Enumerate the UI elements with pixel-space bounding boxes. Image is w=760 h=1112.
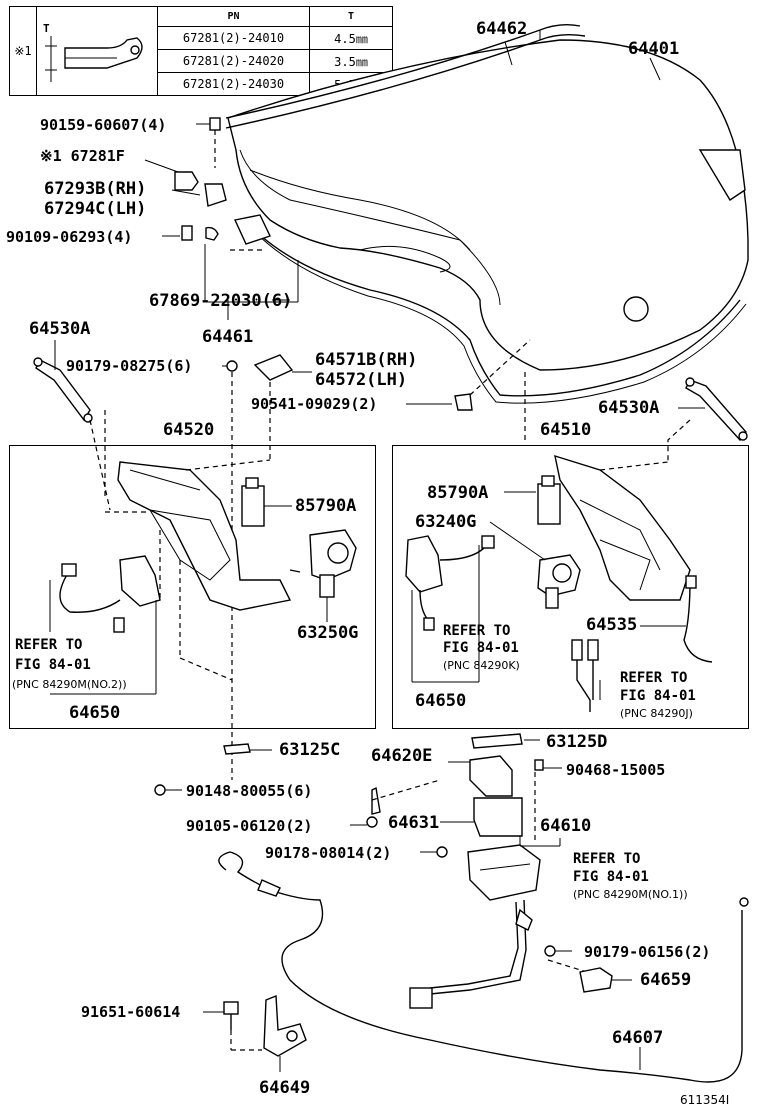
label-91651-60614: 91651-60614 xyxy=(81,1003,181,1021)
left-hinge-assembly xyxy=(49,459,357,695)
label-90159-60607: 90159-60607(4) xyxy=(40,116,167,134)
label-64649: 64649 xyxy=(259,1078,311,1098)
label-90468-15005: 90468-15005 xyxy=(566,761,666,779)
right-hinge-group-box xyxy=(392,445,749,729)
label-90148-80055: 90148-80055(6) xyxy=(186,782,313,800)
t-marker: T xyxy=(43,22,50,35)
ref-mid-pnc: (PNC 84290K) xyxy=(443,659,520,672)
ref-lower-line1: REFER TO xyxy=(573,851,641,867)
label-63240g: 63240G xyxy=(415,512,477,532)
label-64607: 64607 xyxy=(612,1028,664,1048)
label-64631: 64631 xyxy=(388,813,440,833)
label-64535: 64535 xyxy=(586,615,638,635)
label-64620e: 64620E xyxy=(371,746,433,766)
table-row-3-pn: 67281(2)-24030 xyxy=(157,72,310,96)
label-64610: 64610 xyxy=(540,816,592,836)
label-64530a-left: 64530A xyxy=(29,319,91,339)
ref-mid-line1: REFER TO xyxy=(443,623,511,639)
ref-left-line1: REFER TO xyxy=(15,637,83,653)
label-67294c: 67294C(LH) xyxy=(44,199,147,219)
left-hinge-group-box xyxy=(9,445,376,729)
release-cable xyxy=(218,851,749,1083)
label-85790a-left: 85790A xyxy=(295,496,357,516)
label-64572: 64572(LH) xyxy=(315,370,408,390)
label-63125d: 63125D xyxy=(546,732,608,752)
label-90178-08014: 90178-08014(2) xyxy=(265,844,392,862)
bracket-thumbnail: T xyxy=(36,6,158,96)
label-90109-06293: 90109-06293(4) xyxy=(6,228,133,246)
label-64520: 64520 xyxy=(163,420,215,440)
gas-strut-left xyxy=(33,340,111,511)
right-hinge-assembly xyxy=(405,454,713,712)
label-67293b: 67293B(RH) xyxy=(44,179,147,199)
label-64401: 64401 xyxy=(628,39,680,59)
ref-mid-line2: FIG 84-01 xyxy=(443,640,519,656)
trunk-lid xyxy=(227,39,749,404)
ref-lower-line2: FIG 84-01 xyxy=(573,869,649,885)
label-67869: 67869-22030(6) xyxy=(149,291,293,311)
label-90541-09029: 90541-09029(2) xyxy=(251,395,378,413)
label-90179-08275: 90179-08275(6) xyxy=(66,357,193,375)
label-63125c: 63125C xyxy=(279,740,341,760)
thickness-spec-table: ※1 T PN T 67281(2)-24010 4.5㎜ 67281(2)-2… xyxy=(9,5,393,96)
ref-right-pnc: (PNC 84290J) xyxy=(620,707,693,720)
label-64571b: 64571B(RH) xyxy=(315,350,418,370)
label-90179-06156: 90179-06156(2) xyxy=(584,943,711,961)
label-64650-left: 64650 xyxy=(69,703,121,723)
label-64650-right: 64650 xyxy=(415,691,467,711)
label-67281: ※1 67281F xyxy=(40,147,125,165)
table-mark: ※1 xyxy=(9,6,37,96)
hinge-bracket-parts xyxy=(174,117,299,320)
latch-assembly xyxy=(154,733,632,1009)
gas-strut-right xyxy=(667,377,748,462)
cable-bracket xyxy=(203,994,307,1072)
ref-lower-pnc: (PNC 84290M(NO.1)) xyxy=(573,888,688,901)
ref-left-line2: FIG 84-01 xyxy=(15,657,91,673)
ref-right-line1: REFER TO xyxy=(620,670,688,686)
label-64659: 64659 xyxy=(640,970,692,990)
label-64462: 64462 xyxy=(476,19,528,39)
label-64510: 64510 xyxy=(540,420,592,440)
label-90105-06120: 90105-06120(2) xyxy=(186,817,313,835)
label-63250g: 63250G xyxy=(297,623,359,643)
diagram-id: 611354I xyxy=(680,1093,730,1107)
col-t-header: T xyxy=(309,5,393,28)
label-85790a-right: 85790A xyxy=(427,483,489,503)
label-64461: 64461 xyxy=(202,327,254,347)
label-64530a-right: 64530A xyxy=(598,398,660,418)
ref-right-line2: FIG 84-01 xyxy=(620,688,696,704)
weatherstrip xyxy=(225,23,586,129)
ref-left-pnc: (PNC 84290M(NO.2)) xyxy=(12,678,127,691)
